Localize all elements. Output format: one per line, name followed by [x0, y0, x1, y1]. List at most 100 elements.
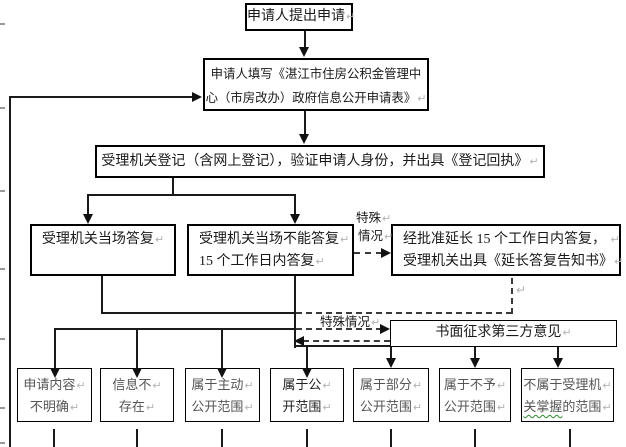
linebreak-mark: ↵	[562, 326, 572, 339]
arrowhead-down-icon	[290, 214, 300, 224]
page-edge-tick	[0, 338, 5, 340]
page-edge-tick	[0, 23, 5, 25]
label-special-case-line1: 特殊↵	[356, 211, 392, 225]
node-outcome-proactive-disclosure: 属于主动↵ 公开范围↵	[185, 368, 260, 422]
node-extended-reply: 经批准延长 15 个工作日内答复， ↵ 受理机关出具《延长答复告知书》↵	[391, 224, 624, 276]
arrowhead-right-icon	[380, 324, 390, 334]
linebreak-mark: ↵	[412, 379, 423, 392]
arrowhead-down-icon	[83, 214, 93, 224]
linebreak-mark: ↵	[145, 401, 156, 414]
linebreak-mark: ↵	[602, 379, 612, 392]
node-authority-registration: 受理机关登记（含网上登记），验证申请人身份，并出具《登记回执》↵	[95, 145, 545, 178]
linebreak-mark: ↵	[614, 255, 624, 268]
node-text: 受理机关登记（含网上登记），验证申请人身份，并出具《登记回执》↵	[101, 154, 539, 169]
node-text-line1: 经批准延长 15 个工作日内答复， ↵	[403, 232, 620, 247]
dashed-connector-thirdparty-return	[303, 340, 390, 342]
connector-to-outcome-unclear	[54, 328, 56, 370]
connector-fillform-to-register	[304, 111, 306, 136]
connector-outcome4-down	[306, 429, 308, 447]
connector-outcome1-down	[53, 429, 55, 447]
connector-to-outcome-proactive	[221, 328, 223, 370]
connector-to-outcome-public	[306, 345, 308, 370]
arrowhead-down-icon	[470, 358, 480, 368]
linebreak-mark: ↵	[417, 92, 427, 105]
linebreak-mark: ↵	[340, 233, 350, 246]
connector-register-stub	[172, 178, 174, 196]
linebreak-mark: ↵	[322, 379, 332, 392]
connector-to-outcome-withheld	[474, 347, 476, 360]
linebreak-mark: ↵	[154, 233, 165, 246]
connector-onspot-down	[101, 276, 103, 314]
node-outcome-not-held-by-authority: 不属于受理机↵ 关掌握的范围↵	[521, 368, 614, 422]
arrowhead-down-icon	[50, 368, 60, 378]
page-edge-tick	[0, 190, 5, 192]
connector-outcome6-down	[474, 429, 476, 447]
linebreak-mark: ↵	[152, 379, 162, 392]
page-edge-tick	[0, 268, 5, 270]
connector-rail-right	[294, 345, 391, 347]
arrowhead-left-icon	[294, 336, 304, 346]
arrowhead-down-icon	[302, 368, 312, 378]
node-text-line2: 15 个工作日内答复↵	[199, 254, 325, 269]
connector-outcome2-down	[136, 429, 138, 447]
node-outcome-partial-disclosure: 属于部分↵ 公开范围↵	[353, 368, 429, 422]
label-special-case: 特殊情况↵	[320, 315, 381, 329]
arrowhead-down-icon	[299, 47, 309, 57]
connector-outcome7-down	[569, 429, 571, 447]
node-reply-within-15-days: 受理机关当场不能答复↵ 15 个工作日内答复↵	[187, 224, 354, 276]
connector-rail-left	[54, 328, 296, 330]
page-edge-tick	[0, 407, 5, 409]
linebreak-mark: ↵	[244, 379, 254, 392]
node-text-line1: 申请人填写《湛江市住房公积金管理中	[210, 67, 422, 81]
connector-to-reply-15days	[294, 194, 296, 214]
linebreak-mark: ↵	[516, 283, 527, 297]
node-text: 书面征求第三方意见↵	[435, 325, 572, 340]
page-edge-tick	[0, 107, 5, 109]
connector-outcome3-down	[221, 429, 223, 447]
dashed-connector-extended-down	[511, 278, 513, 314]
linebreak-mark: ↵	[382, 212, 392, 225]
linebreak-mark: ↵	[610, 233, 620, 246]
dashed-connector-special-to-thirdparty	[296, 328, 382, 330]
node-outcome-info-not-exist: 信息不↵ 存在↵	[100, 368, 174, 422]
node-fill-application-form: 申请人填写《湛江市住房公积金管理中 心（市房改办）政府信息公开申请表》↵	[203, 58, 429, 111]
linebreak-mark: ↵	[496, 401, 507, 414]
connector-central-spine	[294, 276, 296, 348]
arrowhead-down-icon	[132, 368, 142, 378]
arrowhead-down-icon	[386, 358, 396, 368]
arrowhead-down-icon	[299, 134, 309, 144]
arrowhead-down-icon	[553, 358, 563, 368]
linebreak-mark: ↵	[371, 316, 381, 329]
node-reply-on-spot: 受理机关当场答复↵	[30, 224, 176, 276]
linebreak-mark: ↵	[315, 255, 325, 268]
page-edge-tick	[0, 442, 5, 444]
spellcheck-underline: 关掌握	[523, 399, 563, 414]
linebreak-mark: ↵	[76, 379, 86, 392]
node-text: 受理机关当场答复↵	[41, 232, 165, 247]
arrowhead-down-icon	[217, 368, 227, 378]
dashed-connector-special-to-extended	[354, 252, 382, 254]
connector-feedback-left-spine	[9, 96, 11, 447]
linebreak-mark: ↵	[529, 155, 539, 168]
arrowhead-right-icon	[192, 92, 202, 102]
linebreak-mark: ↵	[346, 10, 356, 23]
node-text-line2: 心（市房改办）政府信息公开申请表》↵	[205, 91, 427, 105]
connector-feedback-to-fillform	[9, 96, 194, 98]
label-special-case-line2: 情况↵	[358, 229, 394, 243]
linebreak-mark: ↵	[412, 401, 423, 414]
linebreak-mark: ↵	[602, 401, 612, 414]
linebreak-mark: ↵	[384, 230, 394, 243]
connector-to-outcome-not-held	[557, 347, 559, 360]
linebreak-mark: ↵	[496, 379, 507, 392]
connector-submit-to-fillform	[304, 31, 306, 48]
node-text-line2: 受理机关出具《延长答复告知书》↵	[403, 254, 624, 269]
node-seek-third-party-opinion: 书面征求第三方意见↵	[390, 320, 617, 347]
connector-to-outcome-not-exist	[136, 328, 138, 370]
dashed-connector-extended-to-spine	[296, 312, 512, 314]
connector-to-outcome-partial	[390, 347, 392, 360]
arrowhead-right-icon	[381, 248, 391, 258]
linebreak-mark: ↵	[244, 401, 254, 414]
node-outcome-non-disclosure: 属于不予↵ 公开范围↵	[439, 368, 511, 422]
linebreak-mark: ↵	[69, 401, 80, 414]
